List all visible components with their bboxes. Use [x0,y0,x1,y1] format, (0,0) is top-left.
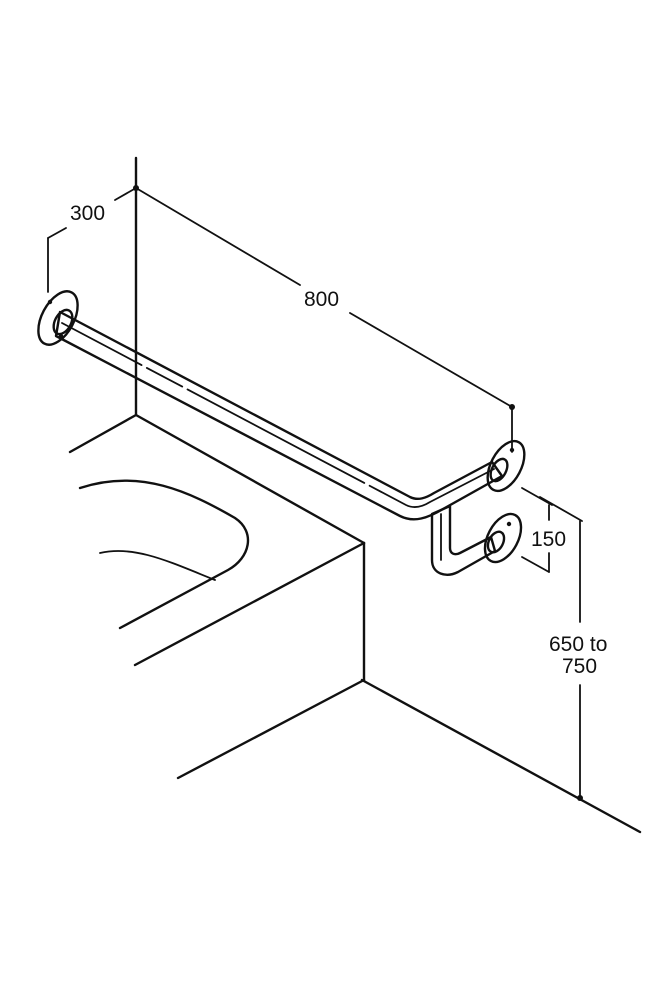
dim-800-line-b [349,312,513,408]
bath-front-top-edge [133,541,366,667]
bath-fixture [68,413,366,780]
floor-wall-line [360,678,642,834]
dim-300-line-b [47,227,67,239]
label-150: 150 [531,528,566,551]
rail-tube-outline [54,310,504,521]
dim-height-tick [577,795,583,801]
bath-front-bottom-edge [176,678,366,780]
dim-height-top-ext [539,496,583,522]
right-upper-flange [486,439,526,493]
right-lower-flange-boss [486,530,506,554]
dimension-labels: 300 800 150 650 to 750 [70,202,607,678]
room-outline [134,156,642,834]
dim-800-line-a [135,187,301,286]
bath-inner-rim [78,479,250,630]
right-upper-flange-screw [509,447,515,453]
dim-800-tick [509,404,515,410]
right-lower-flange [483,512,523,564]
rail-tube-highlight [61,322,495,509]
right-lower-flange-screw [506,521,512,527]
bath-inner-curve [99,550,216,581]
grab-rail [37,290,526,576]
left-flange-screw-1 [47,299,53,305]
label-height-line1: 650 to [549,633,607,656]
left-flange [37,290,79,346]
dim-150-top-ext [521,487,553,506]
label-height-line2: 750 [562,655,597,678]
label-300: 300 [70,202,105,225]
right-upper-flange-boss [489,457,509,483]
bath-top-back-edge [68,413,366,545]
dim-150-bottom-ext [521,556,550,573]
label-800: 800 [304,288,339,311]
dimension-lines [47,185,583,801]
left-flange-boss [52,308,74,336]
dim-300-line-a [114,187,137,201]
